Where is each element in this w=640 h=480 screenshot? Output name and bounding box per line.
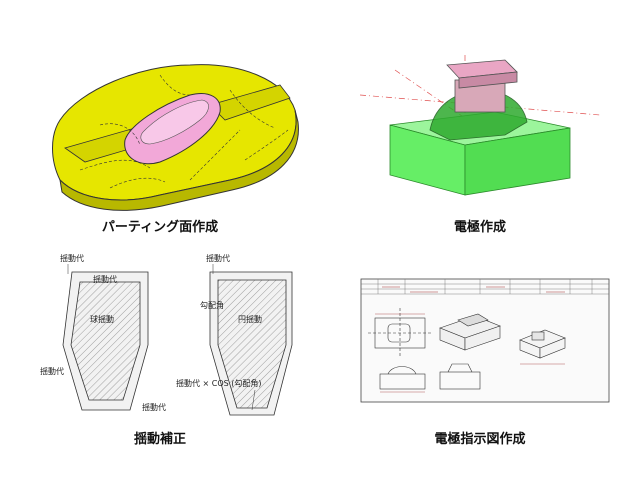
title-block — [361, 279, 609, 295]
electrode-drawing-illustration — [360, 278, 610, 403]
title-block-marks — [382, 286, 565, 293]
caption-electrode: 電極作成 — [453, 220, 506, 235]
right-center-label: 円揺動 — [238, 314, 262, 324]
parting-surface-edge — [59, 109, 299, 211]
pink-core-top — [140, 99, 209, 145]
top-view — [368, 308, 432, 358]
parting-channel-right — [209, 84, 291, 121]
parting-surface-illustration — [52, 64, 299, 211]
right-top-label: 揺動代 — [206, 253, 230, 263]
left-center-label: 球揺動 — [90, 314, 114, 324]
side-iso-view — [519, 329, 566, 359]
left-top-label: 揺動代 — [60, 253, 84, 263]
caption-swing: 揺動補正 — [133, 432, 186, 447]
right-inner-shape — [217, 279, 287, 409]
caption-drawing: 電極指示図作成 — [434, 432, 526, 447]
dim-lines — [375, 313, 565, 393]
right-formula-label: 揺動代 × COS (勾配角) — [176, 378, 262, 388]
left-inner-shape — [70, 281, 141, 401]
caption-parting: パーティング面作成 — [101, 220, 219, 235]
swing-correction-diagram: 揺動代 揺動代 球揺動 揺動代 揺動代 揺動代 勾配角 円揺動 揺動代 × CO… — [40, 253, 293, 416]
front-view — [379, 363, 481, 390]
electrode-illustration — [359, 55, 601, 196]
iso-view — [439, 313, 501, 351]
parting-dashed-lines — [79, 74, 289, 189]
left-bottom-label: 揺動代 — [142, 402, 166, 412]
green-block-side — [464, 127, 571, 196]
electrode-holder-face — [458, 71, 518, 89]
right-angle-label: 勾配角 — [200, 300, 224, 310]
left-inner-top-label: 揺動代 — [93, 274, 117, 284]
left-side-label: 揺動代 — [40, 366, 64, 376]
